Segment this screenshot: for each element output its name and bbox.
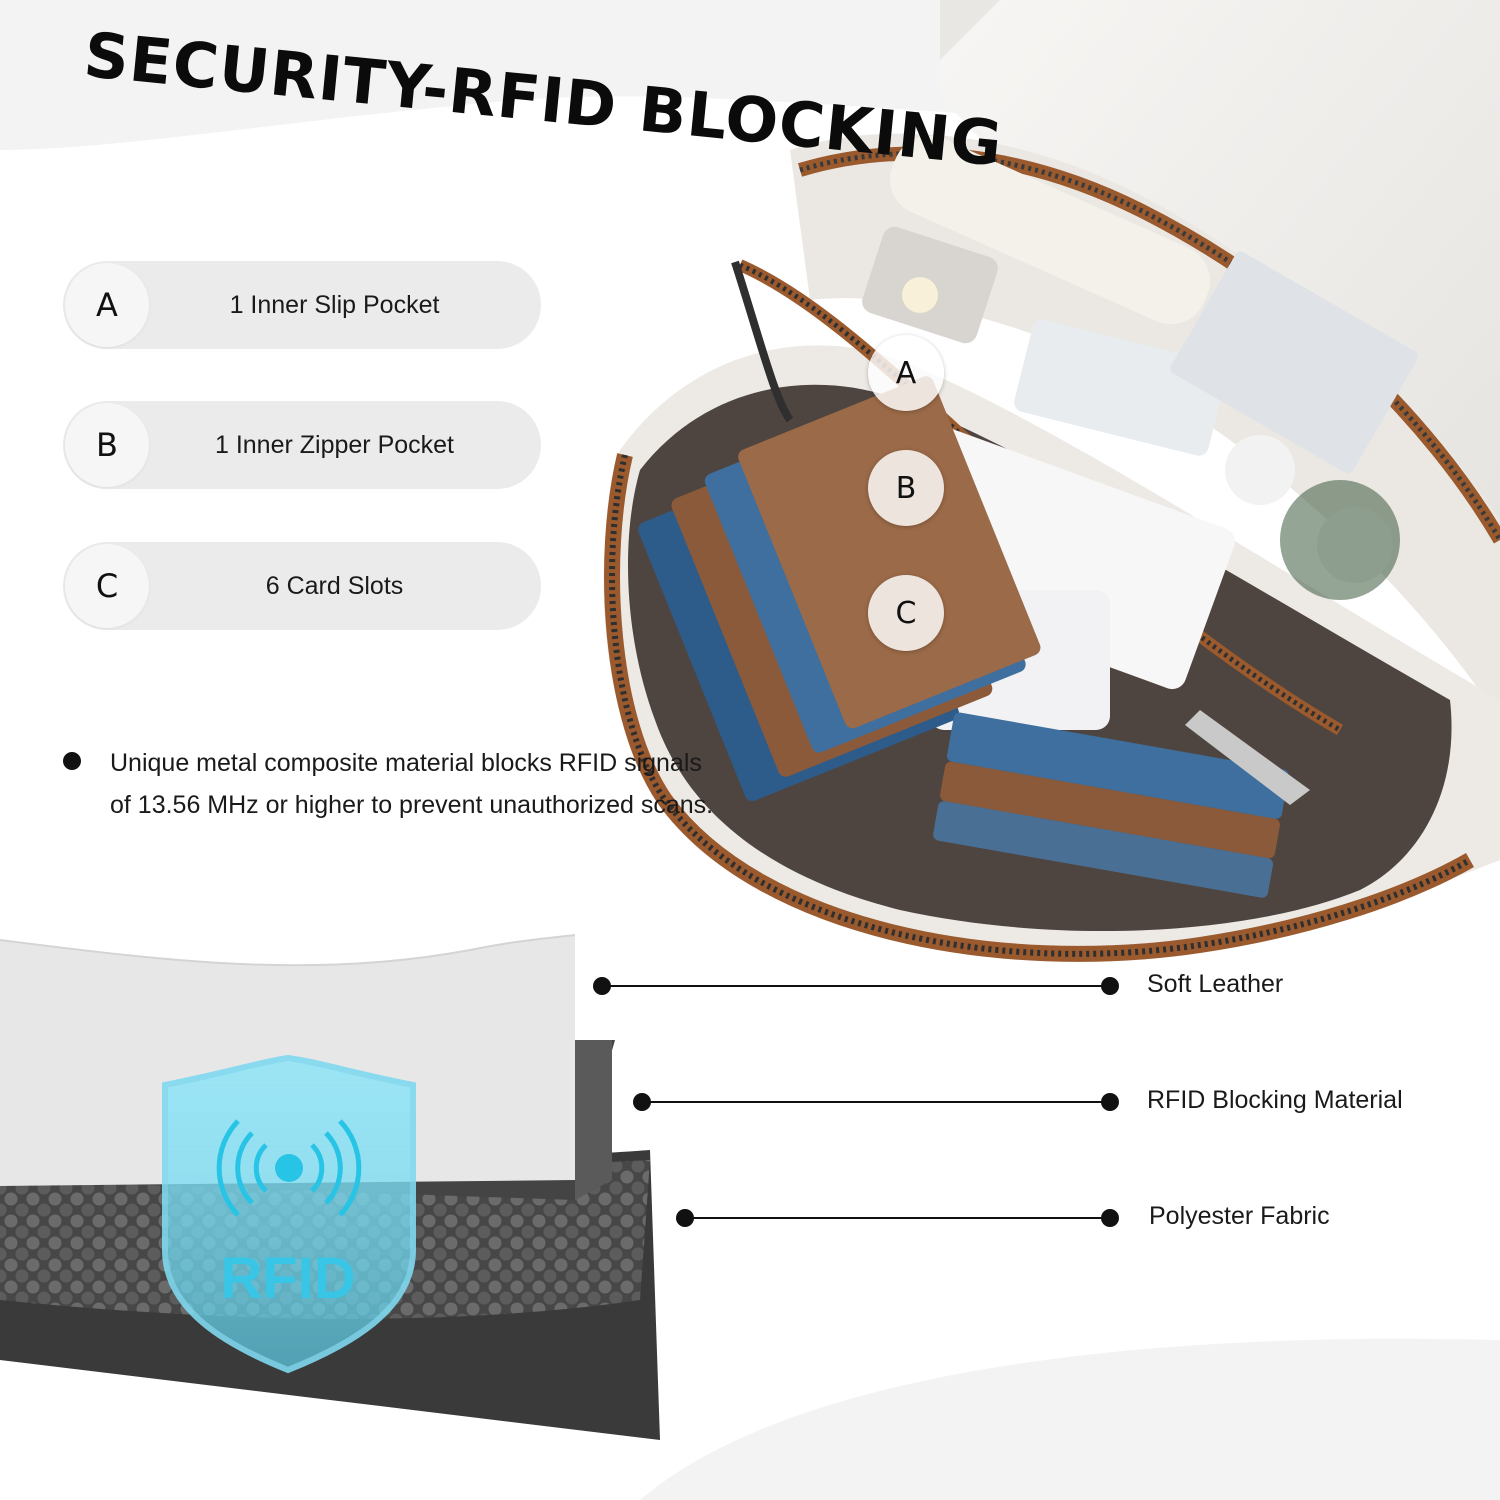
- pocket-label: 6 Card Slots: [265, 571, 404, 600]
- rfid-description-line-2: of 13.56 MHz or higher to prevent unauth…: [110, 791, 714, 819]
- pocket-item-c: C 6 Card Slots: [63, 542, 541, 630]
- rfid-material-callout-line: [633, 1093, 1119, 1111]
- soft-leather-label: Soft Leather: [1147, 970, 1284, 998]
- rfid-badge-text: RFID: [220, 1246, 356, 1311]
- pocket-label: 1 Inner Slip Pocket: [229, 290, 440, 319]
- pocket-label: 1 Inner Zipper Pocket: [214, 430, 454, 459]
- pocket-letter-badge: A: [65, 263, 149, 347]
- pocket-item-b: B 1 Inner Zipper Pocket: [63, 401, 541, 489]
- rfid-description-line-1: Unique metal composite material blocks R…: [110, 749, 702, 777]
- pocket-item-a: A 1 Inner Slip Pocket: [63, 261, 541, 349]
- photo-marker-c: C: [868, 575, 944, 651]
- rfid-material-label: RFID Blocking Material: [1147, 1086, 1403, 1114]
- photo-marker-a: A: [868, 335, 944, 411]
- photo-marker-b: B: [868, 450, 944, 526]
- bullet-icon: [63, 752, 81, 770]
- soft-leather-callout-line: [593, 977, 1119, 995]
- pocket-letter-badge: C: [65, 544, 149, 628]
- rfid-description: Unique metal composite material blocks R…: [110, 742, 730, 826]
- pocket-letter-badge: B: [65, 403, 149, 487]
- polyester-callout-line: [676, 1209, 1119, 1227]
- rfid-shield-icon: [162, 1054, 416, 1374]
- polyester-label: Polyester Fabric: [1149, 1202, 1330, 1230]
